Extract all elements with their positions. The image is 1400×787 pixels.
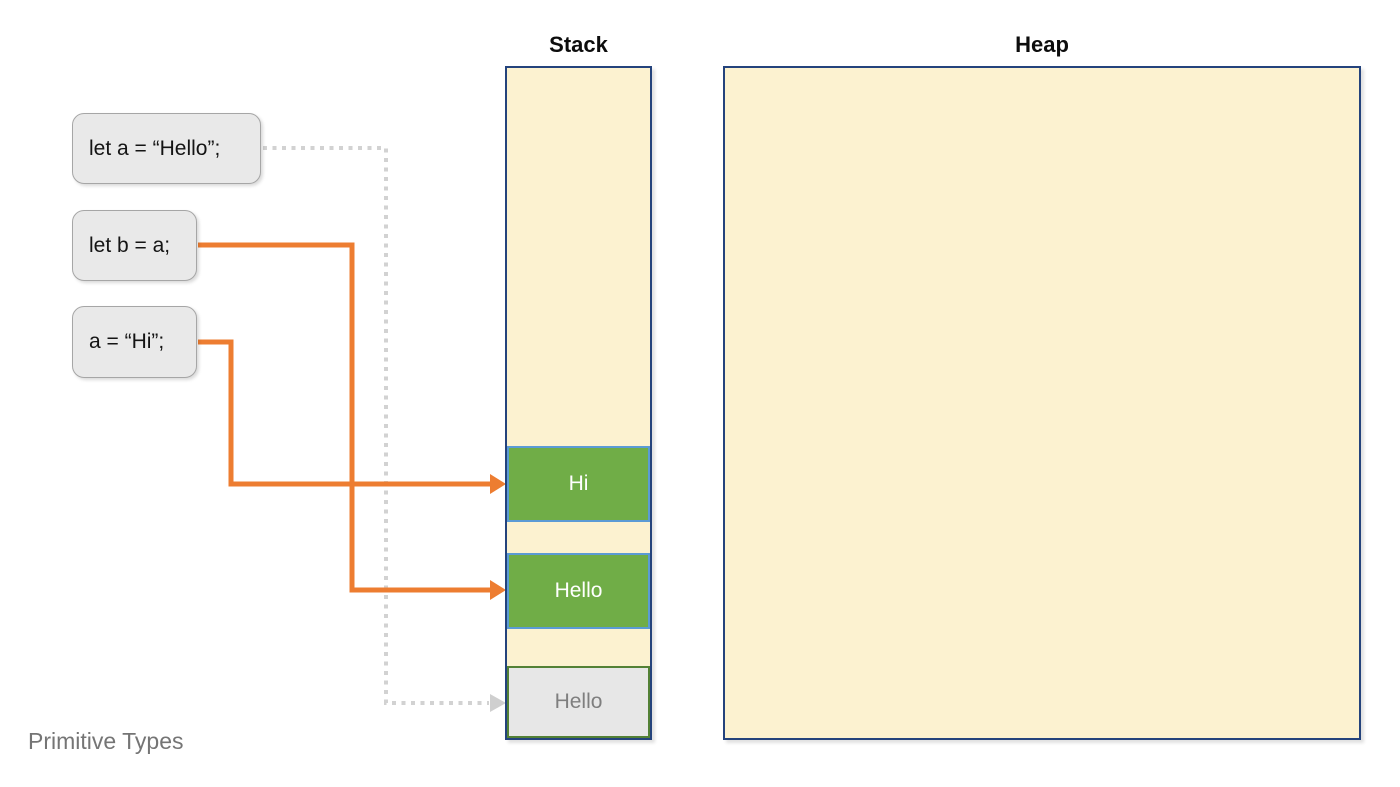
caption-primitive-types: Primitive Types: [28, 728, 184, 754]
stack-cell-value: Hi: [568, 472, 589, 495]
heap-region: [723, 66, 1361, 740]
stack-cell-value: Hello: [554, 690, 603, 713]
arrow-let-a-to-old-hello: [263, 146, 506, 712]
stack-cell-hello-old: Hello: [507, 666, 650, 738]
code-text: let a = “Hello”;: [89, 136, 221, 160]
heap-title: Heap: [1015, 32, 1069, 57]
stack-region: Hi Hello Hello: [505, 66, 652, 740]
code-text: a = “Hi”;: [89, 330, 165, 353]
code-box-a-reassign: a = “Hi”;: [72, 306, 197, 378]
code-box-let-b: let b = a;: [72, 210, 197, 281]
orange-arrowhead-icon: [490, 580, 506, 600]
stack-cell-value: Hello: [554, 579, 603, 602]
code-text: let b = a;: [89, 233, 171, 257]
code-box-let-a: let a = “Hello”;: [72, 113, 261, 184]
arrow-a-reassign-to-hi: [198, 339, 506, 494]
arrow-let-b-to-hello: [198, 242, 506, 600]
stack-cell-hi: Hi: [507, 446, 650, 522]
stack-title: Stack: [549, 32, 608, 57]
stack-cell-hello: Hello: [507, 553, 650, 629]
orange-arrowhead-icon: [490, 474, 506, 494]
dotted-arrowhead-icon: [490, 694, 506, 712]
